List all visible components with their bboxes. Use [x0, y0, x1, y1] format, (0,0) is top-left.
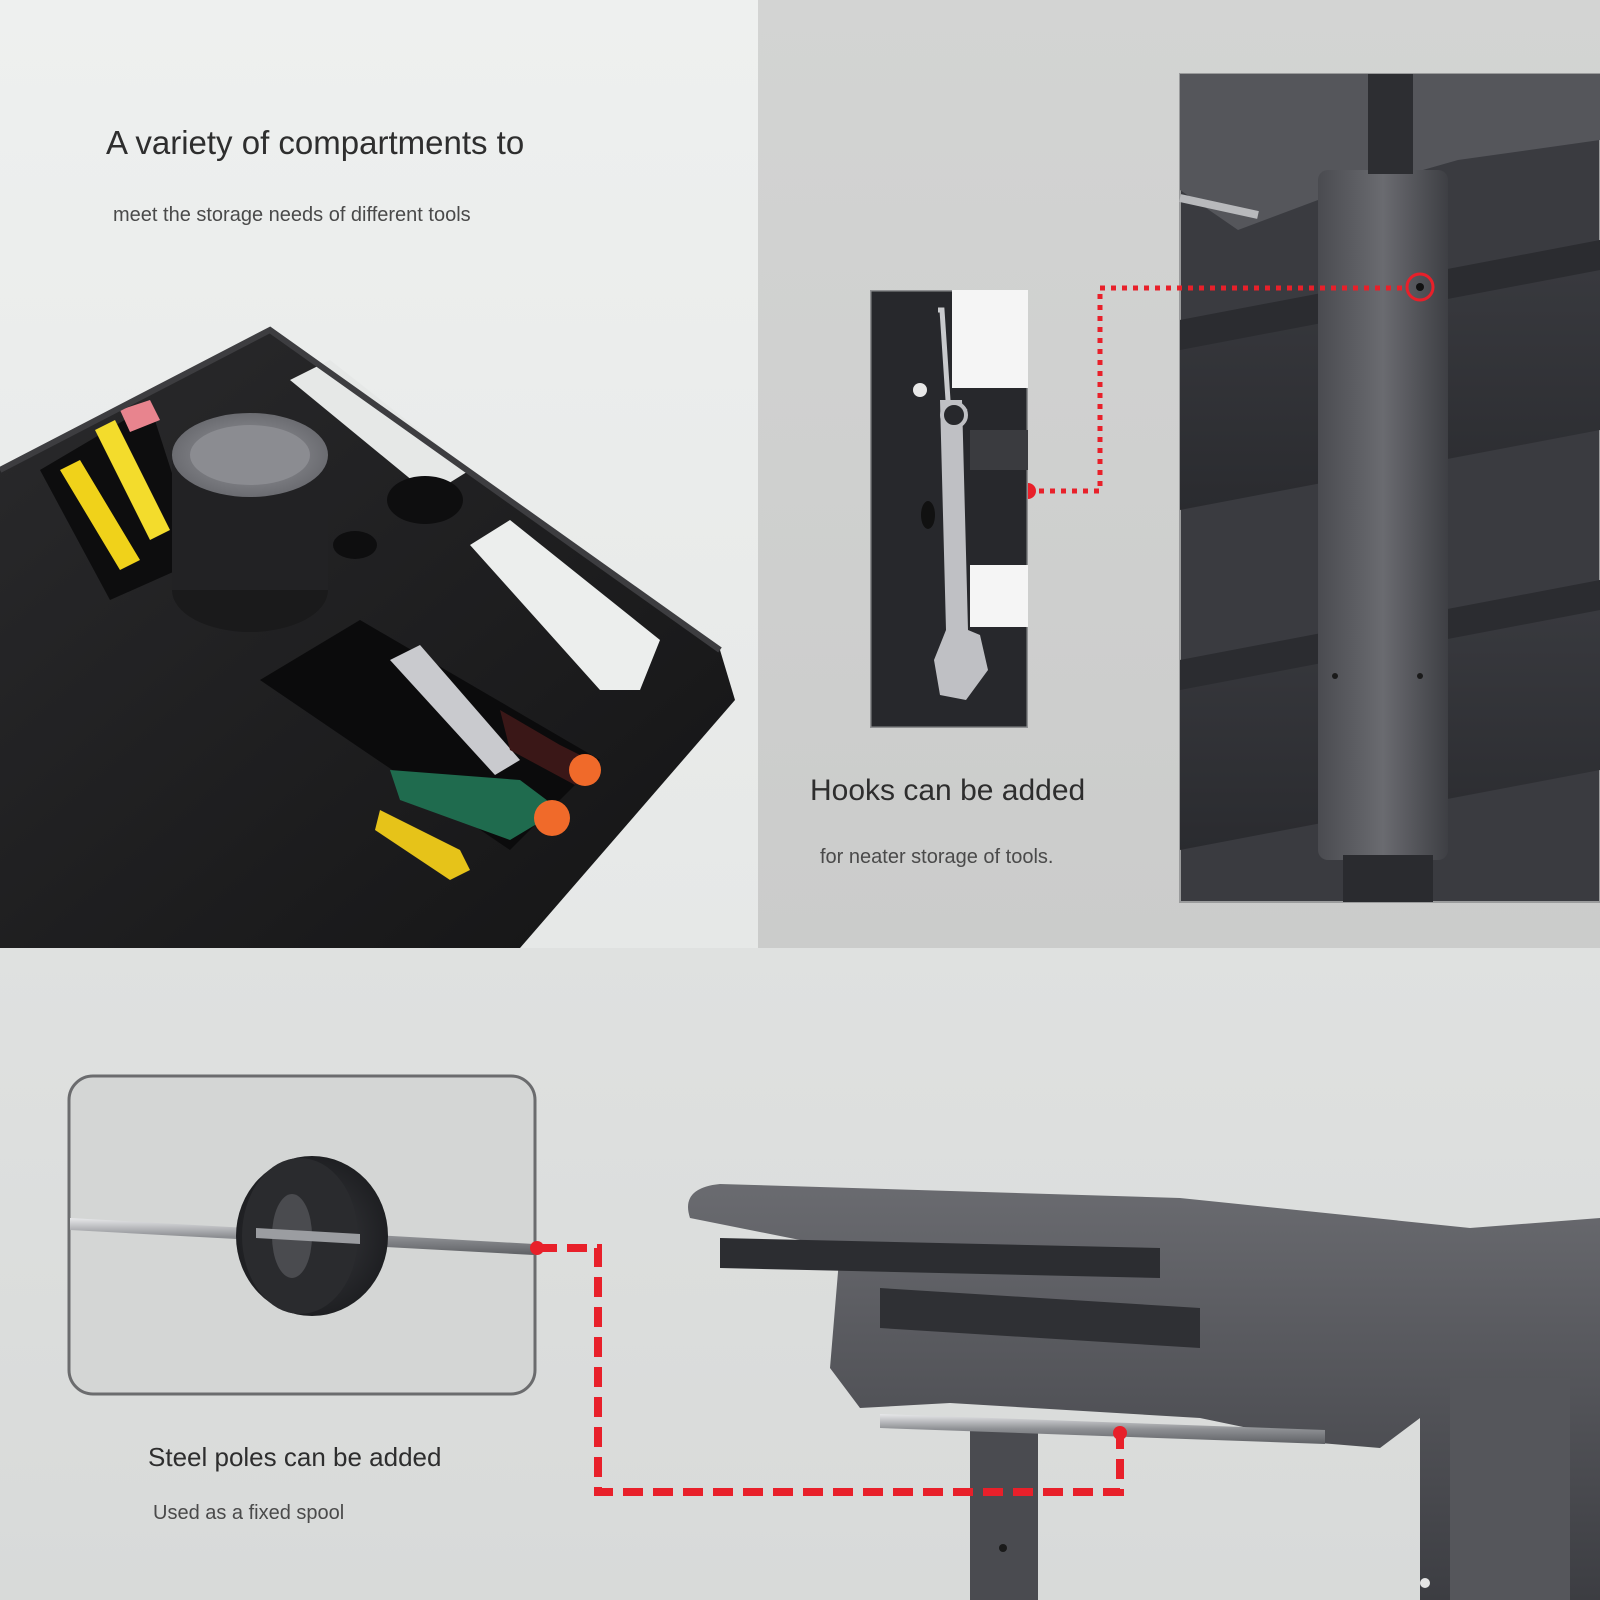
- handle-opening-top: [290, 360, 470, 495]
- handle-opening-bottom: [470, 520, 660, 690]
- screwdriver-green: [390, 770, 560, 840]
- pliers-handle-1: [60, 460, 140, 570]
- cart-corner-body: [688, 1184, 1600, 1600]
- steel-poles-subtitle: Used as a fixed spool: [153, 1502, 345, 1524]
- wrench-icon: [934, 400, 988, 700]
- compartments-subtitle: meet the storage needs of different tool…: [113, 204, 471, 226]
- hooks-title: Hooks can be added: [810, 774, 1086, 807]
- cart-shelves-closeup: [1020, 73, 1600, 903]
- tool-tray-illustration: [0, 326, 735, 948]
- screwdriver-yellow: [375, 810, 470, 880]
- hooks-callout-line: [1028, 285, 1406, 494]
- cart-leg: [970, 1428, 1038, 1600]
- steel-pole-illustration: [67, 1074, 1600, 1600]
- steel-pole-callout-line: [537, 1244, 1124, 1496]
- steel-poles-title: Steel poles can be added: [148, 1442, 442, 1472]
- screwdriver-handle-red: [500, 710, 590, 785]
- hooks-subtitle: for neater storage of tools.: [820, 846, 1054, 868]
- hook-hole-marker: [1405, 272, 1435, 302]
- compartments-title: A variety of compartments to: [106, 124, 525, 161]
- wrench: [390, 645, 520, 775]
- pliers-handle-2: [95, 420, 170, 540]
- compartments-panel: A variety of compartments to meet the st…: [0, 0, 758, 948]
- hooks-panel: Hooks can be added for neater storage of…: [758, 0, 1600, 948]
- hook-wrench-inset: [870, 290, 1028, 728]
- steel-poles-panel: Steel poles can be added Used as a fixed…: [0, 948, 1600, 1600]
- steel-rod-cart: [880, 1414, 1325, 1444]
- cart-pole: [1318, 170, 1448, 860]
